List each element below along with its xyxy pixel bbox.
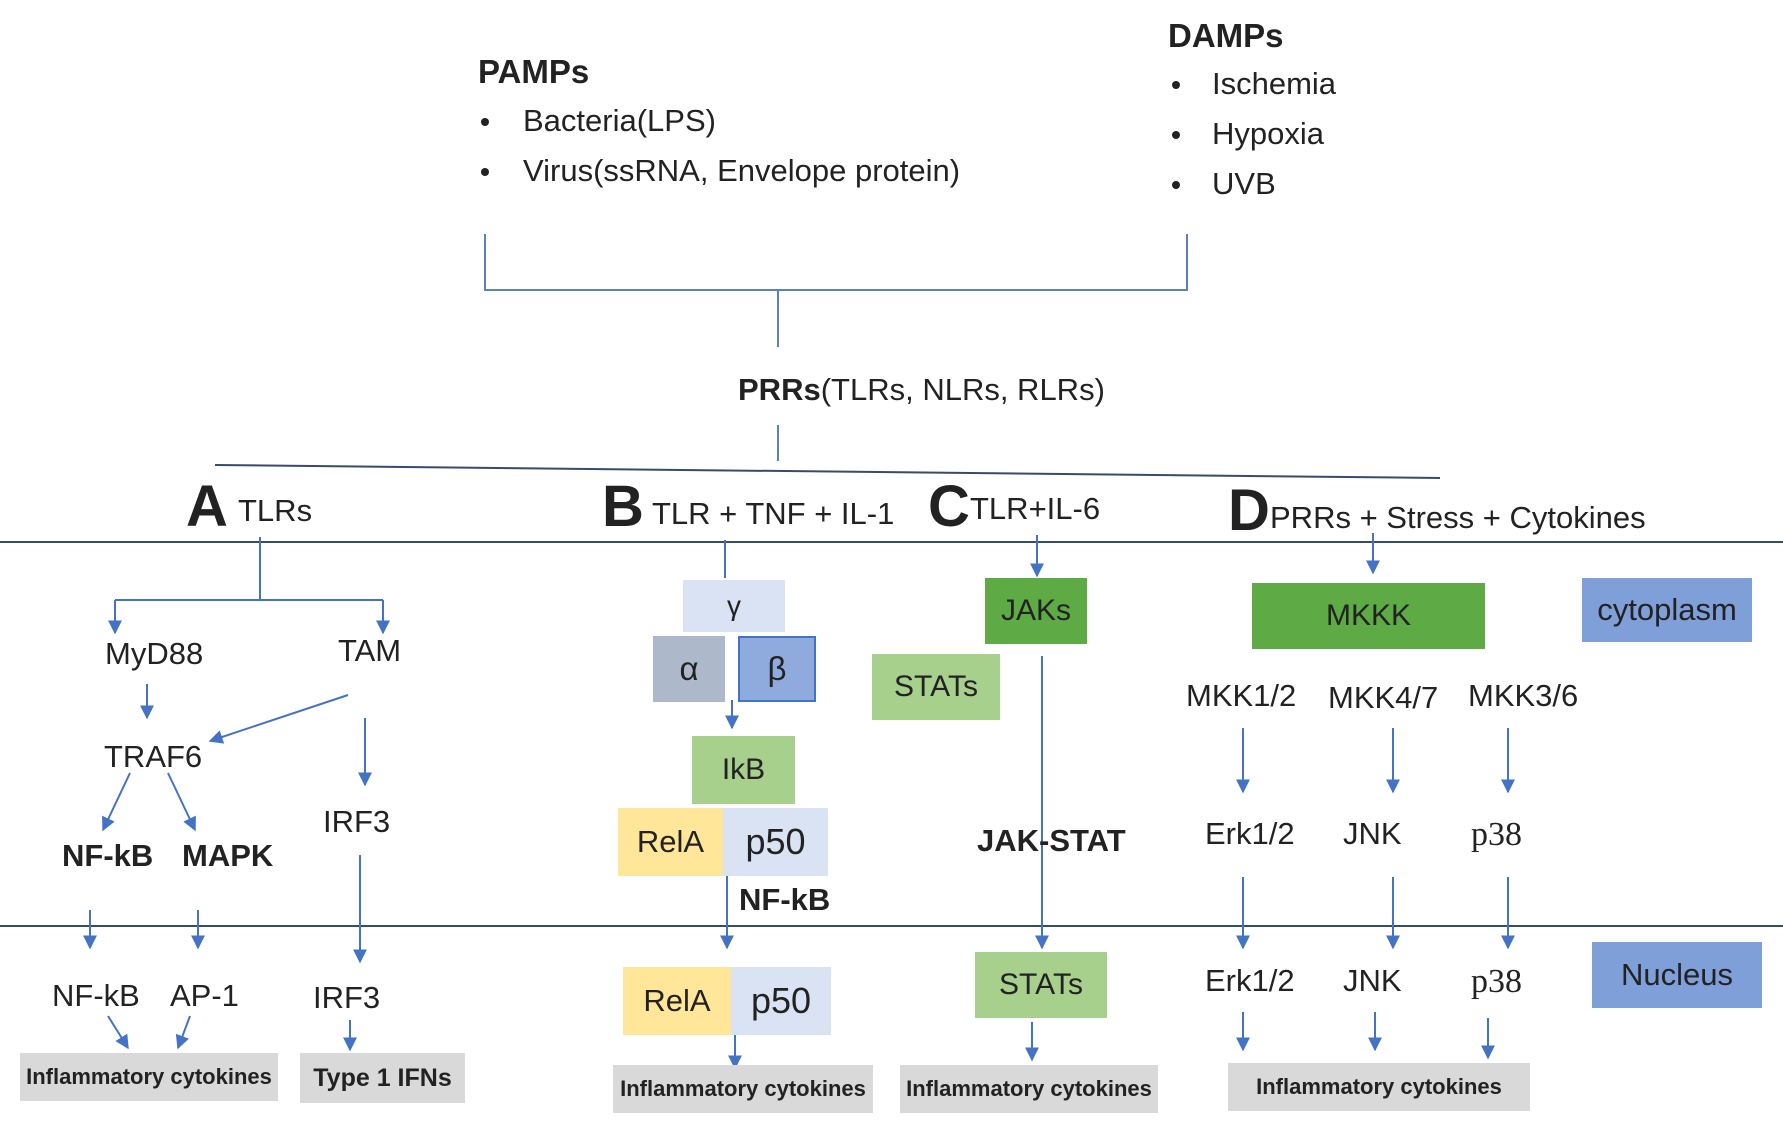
jaks-box: JAKs: [985, 578, 1087, 644]
p50-nucleus-box: p50: [731, 967, 831, 1035]
panel-d-letter: D: [1228, 478, 1270, 543]
alpha-subunit: α: [653, 636, 725, 702]
panel-c-letter: C: [928, 474, 970, 539]
output-inflammatory-cytokines-d: Inflammatory cytokines: [1228, 1063, 1530, 1111]
tam-node: TAM: [338, 633, 402, 668]
ap1-nucleus-node: AP-1: [170, 978, 239, 1013]
bullet: [1172, 181, 1180, 189]
pamps-item: Bacteria(LPS): [523, 103, 716, 138]
mkk36-node: MKK3/6: [1468, 678, 1579, 713]
traf6-node: TRAF6: [104, 739, 203, 774]
nfkb-node: NF-kB: [62, 838, 154, 873]
p50-box: p50: [723, 808, 828, 876]
nfkb-label: NF-kB: [739, 882, 831, 917]
damps-title: DAMPs: [1168, 17, 1284, 54]
irf3-nucleus-node: IRF3: [313, 980, 381, 1015]
damps-item: Hypoxia: [1212, 116, 1324, 151]
beta-subunit: β: [738, 636, 816, 702]
panel-b-label: TLR + TNF + IL-1: [652, 496, 895, 531]
jak-stat-label: JAK-STAT: [977, 823, 1126, 858]
mkkk-box: MKKK: [1252, 583, 1485, 649]
cytoplasm-label: cytoplasm: [1582, 578, 1752, 642]
rela-box: RelA: [618, 808, 723, 876]
output-inflammatory-cytokines-b: Inflammatory cytokines: [613, 1065, 873, 1113]
pamps-item: Virus(ssRNA, Envelope protein): [523, 153, 961, 188]
jnk-node: JNK: [1343, 816, 1402, 851]
ikb-box: IkB: [692, 736, 795, 804]
stats-box: STATs: [872, 654, 1000, 720]
myd88-node: MyD88: [105, 636, 204, 671]
erk-nucleus-node: Erk1/2: [1205, 963, 1295, 998]
damps-item: Ischemia: [1212, 66, 1337, 101]
prrs-bold: PRRs: [738, 372, 821, 407]
panel-a-letter: A: [186, 474, 228, 539]
mapk-node: MAPK: [182, 838, 274, 873]
bullet: [481, 118, 489, 126]
p38-nucleus-node: p38: [1471, 963, 1522, 1000]
bullet: [481, 168, 489, 176]
rela-nucleus-box: RelA: [623, 967, 731, 1035]
irf3-cytoplasm-node: IRF3: [323, 804, 391, 839]
prrs-label: PRRs(TLRs, NLRs, RLRs): [738, 374, 1105, 405]
output-inflammatory-cytokines-a: Inflammatory cytokines: [20, 1053, 278, 1101]
panels-top-line: [214, 464, 1441, 479]
mkk12-node: MKK1/2: [1186, 678, 1297, 713]
nfkb-nucleus-node: NF-kB: [52, 978, 140, 1013]
panel-a-label: TLRs: [238, 493, 313, 528]
panel-b-letter: B: [602, 474, 644, 539]
output-type1-ifns: Type 1 IFNs: [300, 1053, 465, 1103]
erk-node: Erk1/2: [1205, 816, 1295, 851]
bullet: [1172, 131, 1180, 139]
pamps-damps-bracket: [484, 234, 1188, 291]
stats-nucleus-box: STATs: [975, 952, 1107, 1018]
jnk-nucleus-node: JNK: [1343, 963, 1402, 998]
bullet: [1172, 81, 1180, 89]
mkk47-node: MKK4/7: [1328, 680, 1439, 715]
pamps-title: PAMPs: [478, 53, 590, 90]
p38-node: p38: [1471, 816, 1522, 853]
panel-c-label: TLR+IL-6: [970, 491, 1101, 526]
panel-d-label: PRRs + Stress + Cytokines: [1270, 500, 1646, 535]
prrs-rest: (TLRs, NLRs, RLRs): [820, 372, 1105, 407]
gamma-subunit: γ: [683, 580, 785, 632]
output-inflammatory-cytokines-c: Inflammatory cytokines: [900, 1065, 1158, 1113]
nucleus-label: Nucleus: [1592, 942, 1762, 1008]
damps-item: UVB: [1212, 166, 1276, 201]
